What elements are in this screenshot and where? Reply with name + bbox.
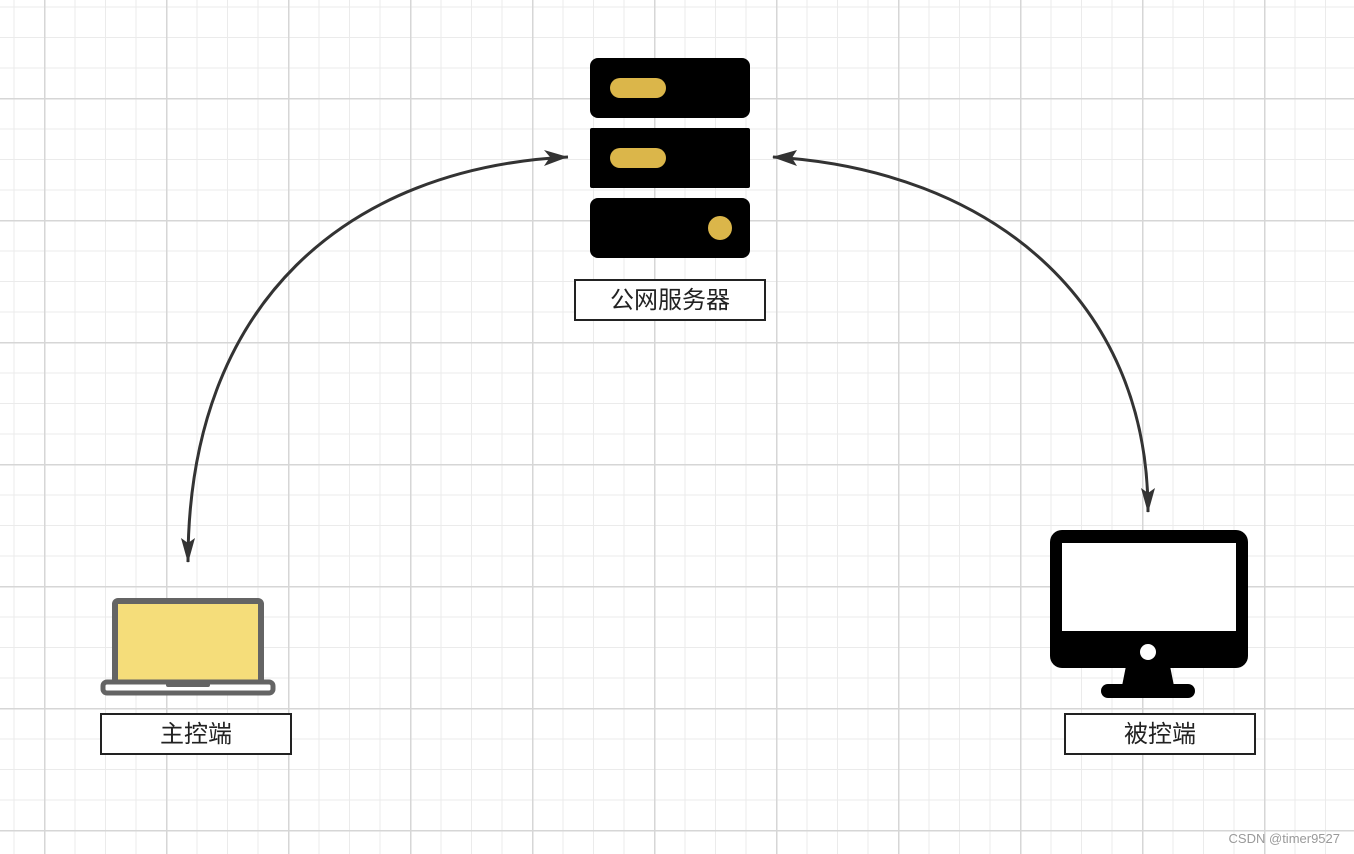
arrowhead-to-controller [181,538,195,563]
connector-controller-server [186,155,569,563]
arrowhead-to-server-left [544,150,568,166]
laptop-icon [100,598,276,696]
arrowhead-to-server-right [772,150,797,166]
server-label: 公网服务器 [574,279,766,321]
arrowhead-to-controlled [1141,488,1155,513]
controlled-label: 被控端 [1064,713,1256,755]
controller-label: 主控端 [100,713,292,755]
connector-server-controlled [772,155,1150,513]
desktop-monitor-icon [1050,530,1248,698]
server-icon [590,58,750,258]
watermark-text: CSDN @timer9527 [1228,831,1340,846]
